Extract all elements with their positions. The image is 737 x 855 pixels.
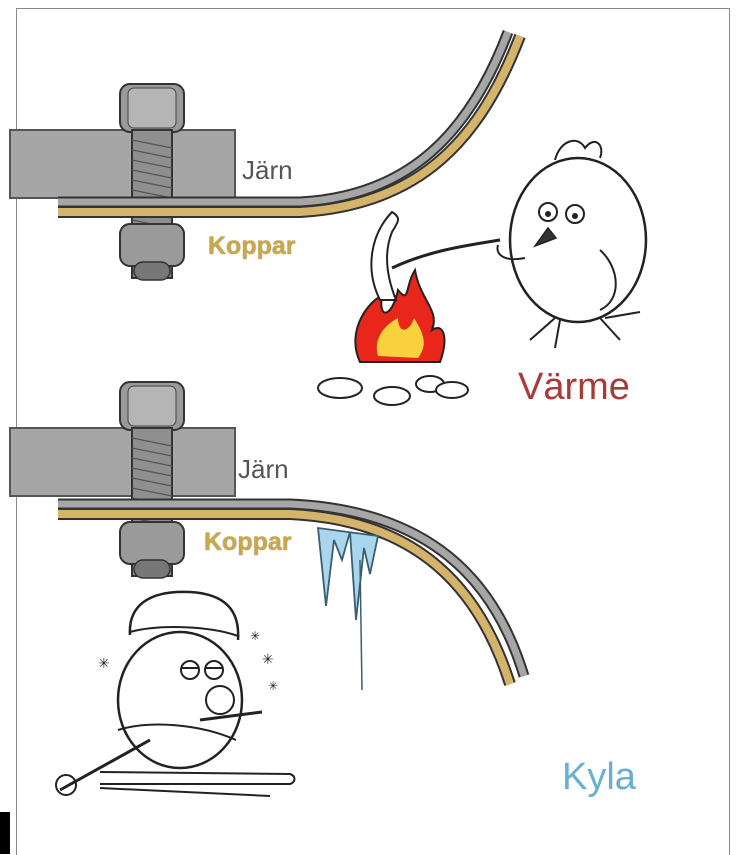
iron-block xyxy=(10,130,235,198)
skiing-bird-icon: ✳ ✳ ✳ ✳ xyxy=(56,592,295,796)
svg-text:✳: ✳ xyxy=(262,652,274,668)
bird-icon xyxy=(497,141,646,348)
sausage-icon xyxy=(371,212,500,300)
copper-label-bottom: Koppar xyxy=(204,530,292,555)
svg-text:✳: ✳ xyxy=(98,656,110,672)
svg-text:✳: ✳ xyxy=(250,629,260,643)
bottom-panel: ✳ ✳ ✳ ✳ xyxy=(10,382,524,796)
iron-block xyxy=(10,428,235,496)
iron-label-bottom: Järn xyxy=(238,456,289,482)
corner-artifact xyxy=(0,812,10,854)
svg-text:✳: ✳ xyxy=(268,679,278,693)
cold-caption: Kyla xyxy=(562,758,636,796)
heat-caption: Värme xyxy=(518,368,630,406)
copper-label-top: Koppar xyxy=(208,234,296,259)
iron-label-top: Järn xyxy=(242,157,293,183)
icicle-icon xyxy=(318,528,378,690)
top-panel xyxy=(10,32,646,405)
